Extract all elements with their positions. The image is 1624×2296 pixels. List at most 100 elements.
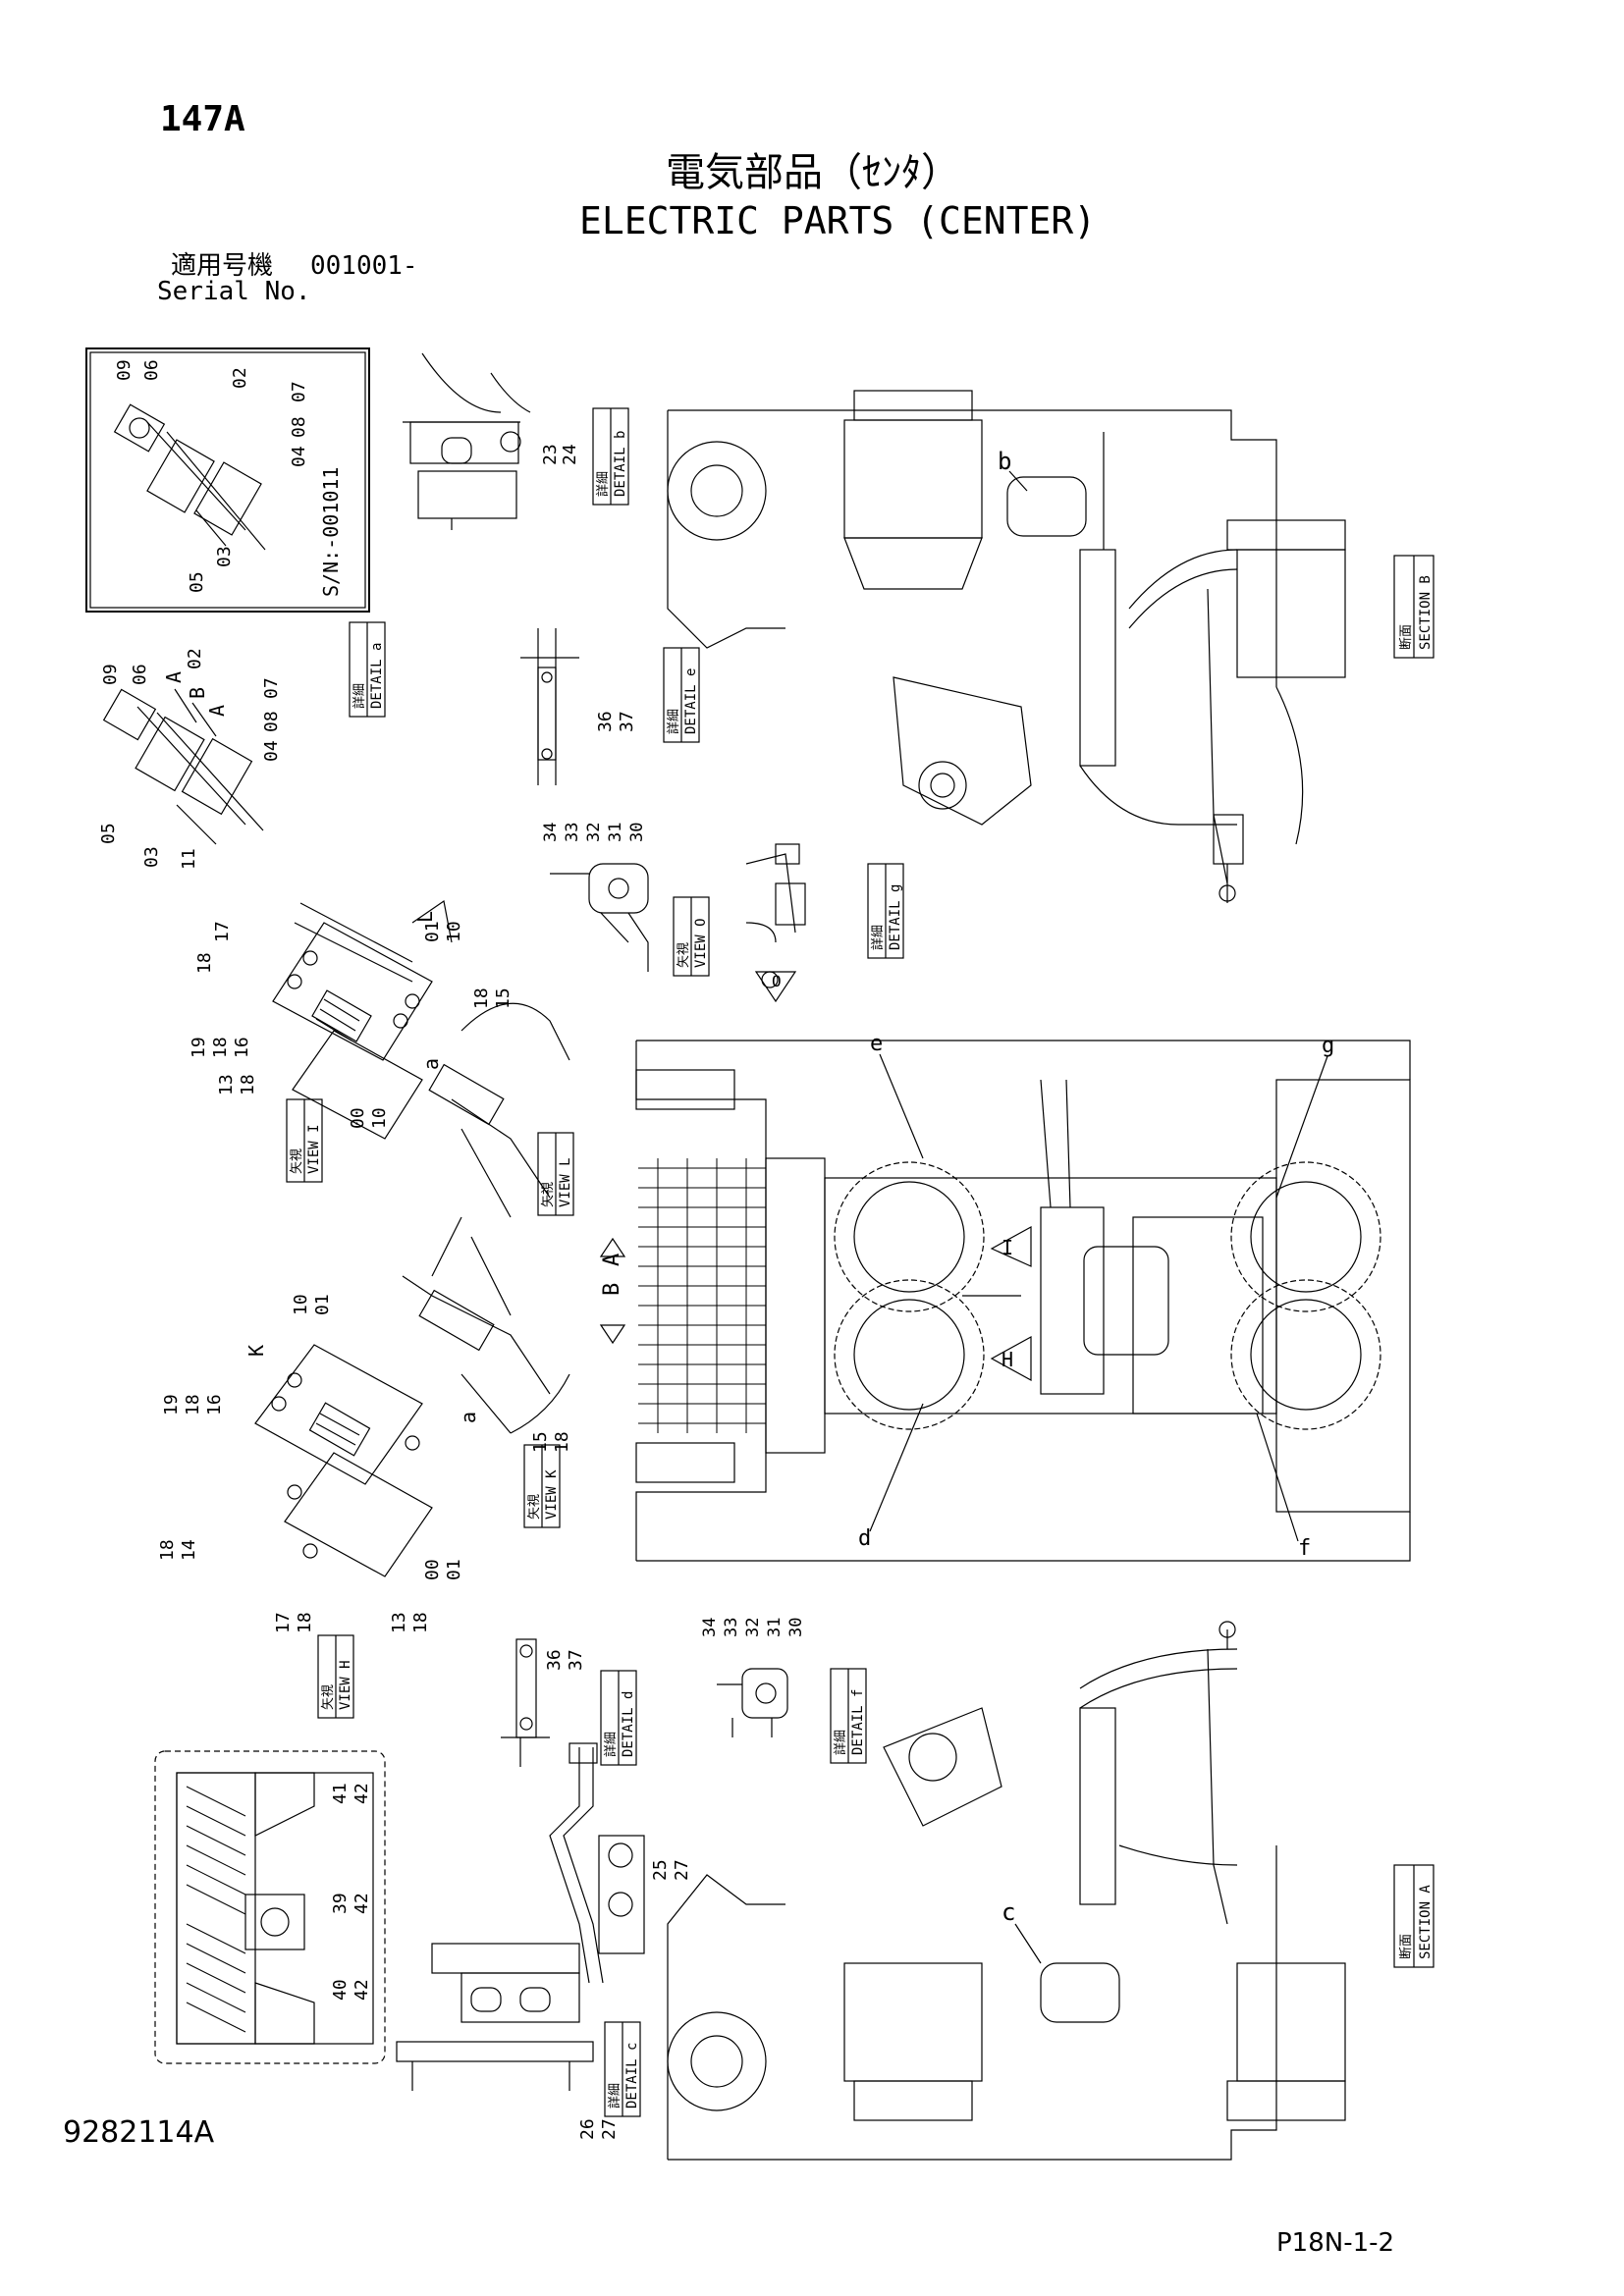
svg-text:11: 11 <box>179 848 199 870</box>
svg-text:SECTION B: SECTION B <box>1418 575 1434 650</box>
svg-text:詳細: 詳細 <box>603 1732 619 1757</box>
svg-text:10: 10 <box>444 921 464 942</box>
label-view-i: 矢視 VIEW I <box>286 1098 323 1183</box>
inset-part-03: 03 <box>214 546 235 567</box>
svg-text:07: 07 <box>261 677 282 699</box>
serial-label-japanese: 適用号機 <box>171 251 274 281</box>
svg-text:18: 18 <box>183 1394 203 1415</box>
svg-text:DETAIL e: DETAIL e <box>683 668 699 734</box>
svg-text:詳細: 詳細 <box>870 925 886 950</box>
svg-text:00: 00 <box>422 1559 443 1580</box>
svg-text:c: c <box>1001 1898 1015 1926</box>
svg-text:18: 18 <box>410 1612 431 1633</box>
inset-part-07: 07 <box>289 381 309 402</box>
view-o-drawing: 34 33 32 31 30 <box>541 823 649 972</box>
connector-exploded-view: 09 06 A 02 B A 07 08 04 05 03 11 <box>98 648 282 870</box>
svg-text:41: 41 <box>330 1783 351 1804</box>
svg-text:10: 10 <box>369 1107 390 1129</box>
svg-text:f: f <box>1298 1536 1311 1561</box>
view-i-drawing: 18 17 01 10 L 18 15 19 18 16 13 18 a 00 … <box>189 899 570 1218</box>
title-japanese: 電気部品（ｾﾝﾀ） <box>666 150 960 195</box>
svg-text:27: 27 <box>672 1859 692 1881</box>
svg-text:42: 42 <box>352 1979 372 2001</box>
inset-part-06: 06 <box>141 359 162 381</box>
svg-text:33: 33 <box>722 1618 741 1637</box>
svg-text:18: 18 <box>552 1431 572 1453</box>
label-detail-a: 詳細 DETAIL a <box>349 621 386 718</box>
svg-text:34: 34 <box>541 823 561 842</box>
svg-text:16: 16 <box>232 1037 252 1058</box>
svg-text:30: 30 <box>786 1618 806 1637</box>
svg-text:03: 03 <box>141 846 162 868</box>
svg-text:14: 14 <box>179 1539 199 1561</box>
svg-text:39: 39 <box>330 1893 351 1914</box>
svg-text:O: O <box>772 972 782 990</box>
section-a-drawing: c <box>667 1621 1346 2161</box>
drawing-number: 9282114A <box>63 2115 215 2150</box>
svg-text:VIEW I: VIEW I <box>306 1124 322 1174</box>
svg-text:DETAIL g: DETAIL g <box>888 884 903 950</box>
inset-part-04: 04 <box>289 446 309 467</box>
svg-text:05: 05 <box>98 823 119 844</box>
section-b-drawing: b <box>667 390 1346 903</box>
svg-text:I: I <box>1001 1236 1013 1259</box>
svg-text:01: 01 <box>422 921 443 942</box>
svg-text:13: 13 <box>389 1612 409 1633</box>
label-detail-f: 詳細 DETAIL f <box>830 1668 867 1764</box>
svg-text:矢視: 矢視 <box>290 1148 304 1174</box>
svg-text:g: g <box>1322 1034 1334 1058</box>
svg-text:23: 23 <box>540 444 561 465</box>
svg-text:18: 18 <box>194 952 215 974</box>
svg-text:A: A <box>162 671 186 683</box>
svg-text:断面: 断面 <box>1399 1934 1414 1959</box>
label-detail-b: 詳細 DETAIL b <box>592 407 629 506</box>
svg-text:VIEW H: VIEW H <box>338 1660 353 1710</box>
svg-text:08: 08 <box>261 711 282 732</box>
inset-part-02: 02 <box>230 367 250 389</box>
page-code: 147A <box>160 99 245 139</box>
svg-text:19: 19 <box>161 1394 182 1415</box>
label-view-o: 矢視 VIEW O <box>673 896 710 977</box>
svg-text:13: 13 <box>216 1074 237 1095</box>
svg-text:a: a <box>419 1058 443 1070</box>
label-detail-e: 詳細 DETAIL e <box>663 647 700 743</box>
svg-text:24: 24 <box>560 444 580 465</box>
svg-text:SECTION A: SECTION A <box>1418 1885 1434 1959</box>
svg-text:32: 32 <box>584 823 604 842</box>
svg-text:矢視: 矢視 <box>321 1684 336 1710</box>
svg-text:40: 40 <box>330 1979 351 2001</box>
detail-f-drawing: 34 33 32 31 30 <box>700 1618 806 1737</box>
svg-text:18: 18 <box>471 988 492 1009</box>
svg-text:B: B <box>600 1283 624 1296</box>
svg-text:詳細: 詳細 <box>595 471 611 497</box>
label-view-k: 矢視 VIEW K <box>523 1444 561 1528</box>
svg-text:L: L <box>413 911 437 923</box>
svg-text:01: 01 <box>444 1559 464 1580</box>
svg-text:A: A <box>600 1254 624 1266</box>
label-detail-d: 詳細 DETAIL d <box>600 1670 637 1766</box>
svg-text:02: 02 <box>185 648 205 669</box>
svg-text:31: 31 <box>606 823 625 842</box>
svg-text:b: b <box>998 448 1011 475</box>
svg-text:34: 34 <box>700 1618 720 1637</box>
inset-part-05: 05 <box>187 571 207 593</box>
svg-text:VIEW L: VIEW L <box>558 1157 573 1207</box>
svg-text:DETAIL a: DETAIL a <box>369 643 385 709</box>
main-plan-view: I H B A e g d f <box>599 1032 1411 1562</box>
label-detail-c: 詳細 DETAIL c <box>604 2021 641 2117</box>
label-view-h: 矢視 VIEW H <box>317 1634 354 1719</box>
svg-text:e: e <box>870 1032 883 1056</box>
svg-text:VIEW K: VIEW K <box>544 1469 560 1520</box>
svg-text:42: 42 <box>352 1783 372 1804</box>
detail-b-drawing: 23 24 <box>403 352 580 530</box>
svg-text:04: 04 <box>261 740 282 762</box>
svg-text:32: 32 <box>743 1618 763 1637</box>
label-section-b: 断面 SECTION B <box>1393 555 1435 659</box>
svg-text:25: 25 <box>650 1859 671 1881</box>
svg-text:17: 17 <box>212 921 233 942</box>
svg-text:DETAIL c: DETAIL c <box>624 2043 640 2109</box>
label-section-a: 断面 SECTION A <box>1393 1864 1435 1968</box>
svg-text:31: 31 <box>765 1618 785 1637</box>
svg-text:37: 37 <box>566 1649 586 1671</box>
